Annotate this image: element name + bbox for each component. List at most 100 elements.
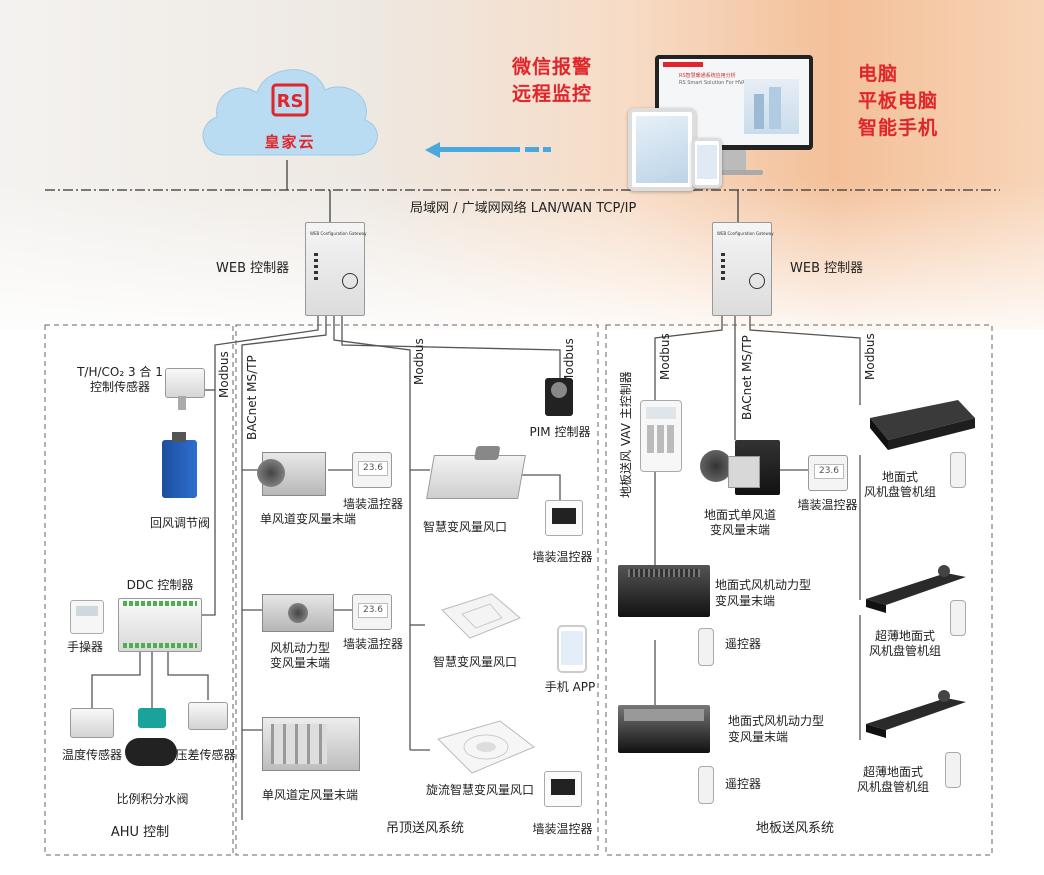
temp-sensor-icon (70, 708, 114, 738)
single-vav-label: 单风道变风量末端 (259, 512, 356, 526)
ceiling-title: 吊顶送风系统 (385, 821, 464, 836)
thermostat-1-icon: 23.6 (352, 452, 392, 488)
floor-single-vav-label-1: 地面式单风道 (703, 508, 776, 522)
modbus-label-ahu: Modbus (217, 351, 231, 398)
cloud-icon: RS (202, 69, 378, 156)
thin-fcu-2-label-1: 超薄地面式 (862, 765, 923, 779)
floor-thermostat-label: 墙装温控器 (797, 498, 858, 512)
thin-fcu-2-remote-icon (945, 752, 961, 788)
pressure-sensor-icon (188, 702, 228, 730)
thermostat-2-label: 墙装温控器 (342, 637, 403, 651)
thermostat-3-icon (545, 500, 583, 536)
remote-1-label: 遥控器 (725, 637, 762, 651)
floor-fan-vav-2-icon (618, 705, 710, 753)
valve-body-icon (125, 738, 177, 766)
cav-label: 单风道定风量末端 (261, 788, 358, 802)
floor-fan-vav-1-label-1: 地面式风机动力型 (715, 578, 812, 592)
floor-thermostat-icon: 23.6 (808, 455, 848, 491)
fan-vav-label-1: 风机动力型 (269, 641, 330, 655)
damper-label: 回风调节阀 (149, 516, 210, 530)
floor-single-vav-icon (700, 440, 780, 498)
valve-label: 比例积分水阀 (116, 792, 189, 806)
thermostat-2-icon: 23.6 (352, 594, 392, 630)
web-controller-left: WEB Configuration Gateway (305, 222, 367, 316)
thermostat-1-label: 墙装温控器 (342, 497, 403, 511)
devices-label-3: 智能手机 (858, 117, 939, 139)
swirl-diffuser-label: 旋流智慧变风量风口 (425, 783, 534, 797)
web-controller-right: WEB Configuration Gateway (712, 222, 774, 316)
floor-fan-vav-1-label-2: 变风量末端 (715, 594, 776, 608)
floor-fcu-icon (870, 400, 975, 450)
ahu-title: AHU 控制 (110, 825, 170, 840)
monitor-stand (722, 150, 746, 172)
modbus-label-floor: Modbus (658, 333, 672, 380)
web-controller-left-label: WEB 控制器 (216, 261, 290, 276)
cav-icon (262, 717, 360, 771)
wechat-label-1: 微信报警 (512, 56, 593, 78)
thermostat-2-display: 23.6 (358, 603, 388, 618)
thin-fcu-1-remote-icon (950, 600, 966, 636)
gateway-text-left: WEB Configuration Gateway (310, 231, 367, 236)
mobile-app-label: 手机 APP (544, 680, 596, 694)
gateway-text-right: WEB Configuration Gateway (717, 231, 774, 236)
thc-sensor-label-2: 控制传感器 (89, 380, 150, 394)
thermostat-1-display: 23.6 (358, 461, 388, 476)
smart-diffuser-2-label: 智慧变风量风口 (432, 655, 517, 669)
thin-fcu-1-label-1: 超薄地面式 (874, 629, 935, 643)
thc-sensor-icon (165, 368, 205, 398)
fan-vav-label-2: 变风量末端 (269, 656, 330, 670)
cloud-label: 皇家云 (264, 133, 316, 151)
smart-diffuser-1-icon (426, 446, 526, 499)
handheld-label: 手操器 (66, 640, 103, 654)
floor-fan-vav-1-icon (618, 565, 710, 617)
fcu-remote-icon (950, 452, 966, 488)
screen-title-1: RS智慧暖通系统应用分析 (679, 73, 736, 79)
network-label: 局域网 / 广域网网络 LAN/WAN TCP/IP (410, 201, 637, 216)
pim-controller-icon (545, 378, 573, 416)
remote-2-icon (698, 766, 714, 804)
valve-actuator-icon (138, 708, 166, 728)
remote-2-label: 遥控器 (725, 777, 762, 791)
web-controller-right-label: WEB 控制器 (790, 261, 864, 276)
vav-master-controller-icon (640, 400, 682, 472)
temp-sensor-label: 温度传感器 (61, 748, 122, 762)
ddc-label: DDC 控制器 (126, 578, 194, 592)
single-vav-icon (257, 452, 326, 496)
floor-title: 地板送风系统 (755, 821, 834, 836)
wechat-label-2: 远程监控 (512, 83, 593, 105)
thin-fcu-1-icon (866, 565, 971, 615)
tablet-icon (628, 108, 696, 191)
thc-sensor-label-1: T/H/CO₂ 3 合 1 (77, 365, 163, 379)
vav-master-label: 地板送风 VAV 主控制器 (619, 371, 633, 498)
thc-sensor-probe (178, 396, 186, 410)
cloud-logo-icon: RS (277, 91, 304, 112)
background-fade (0, 180, 1044, 350)
thin-fcu-1-label-2: 风机盘管机组 (868, 644, 941, 658)
thin-fcu-2-label-2: 风机盘管机组 (856, 780, 929, 794)
mobile-app-icon (557, 625, 587, 673)
pim-label: PIM 控制器 (529, 425, 591, 439)
modbus-label-fcu: Modbus (863, 333, 877, 380)
ddc-controller-icon (118, 598, 202, 652)
floor-single-vav-label-2: 变风量末端 (709, 523, 770, 537)
floor-fcu-label-1: 地面式 (881, 470, 918, 484)
thin-fcu-2-icon (866, 690, 971, 740)
monitor-base (705, 170, 763, 175)
screen-title-2: RS Smart Solution For HVAC Systems (679, 80, 772, 86)
thermostat-4-icon (544, 771, 582, 807)
phone-icon (692, 138, 722, 188)
floor-fan-vav-2-label-2: 变风量末端 (728, 730, 789, 744)
smart-diffuser-2-icon (432, 590, 522, 642)
bacnet-label-left: BACnet MS/TP (245, 355, 259, 440)
smart-diffuser-1-label: 智慧变风量风口 (422, 520, 507, 534)
floor-fan-vav-2-label-1: 地面式风机动力型 (728, 714, 825, 728)
thermostat-4-label: 墙装温控器 (532, 822, 593, 836)
remote-1-icon (698, 628, 714, 666)
modbus-label-ceiling: Modbus (412, 338, 426, 385)
damper-actuator-icon (162, 432, 197, 498)
floor-fcu-label-2: 风机盘管机组 (863, 485, 936, 499)
swirl-diffuser-icon (428, 717, 538, 783)
floor-thermostat-display: 23.6 (814, 464, 844, 479)
devices-label-2: 平板电脑 (858, 90, 939, 112)
